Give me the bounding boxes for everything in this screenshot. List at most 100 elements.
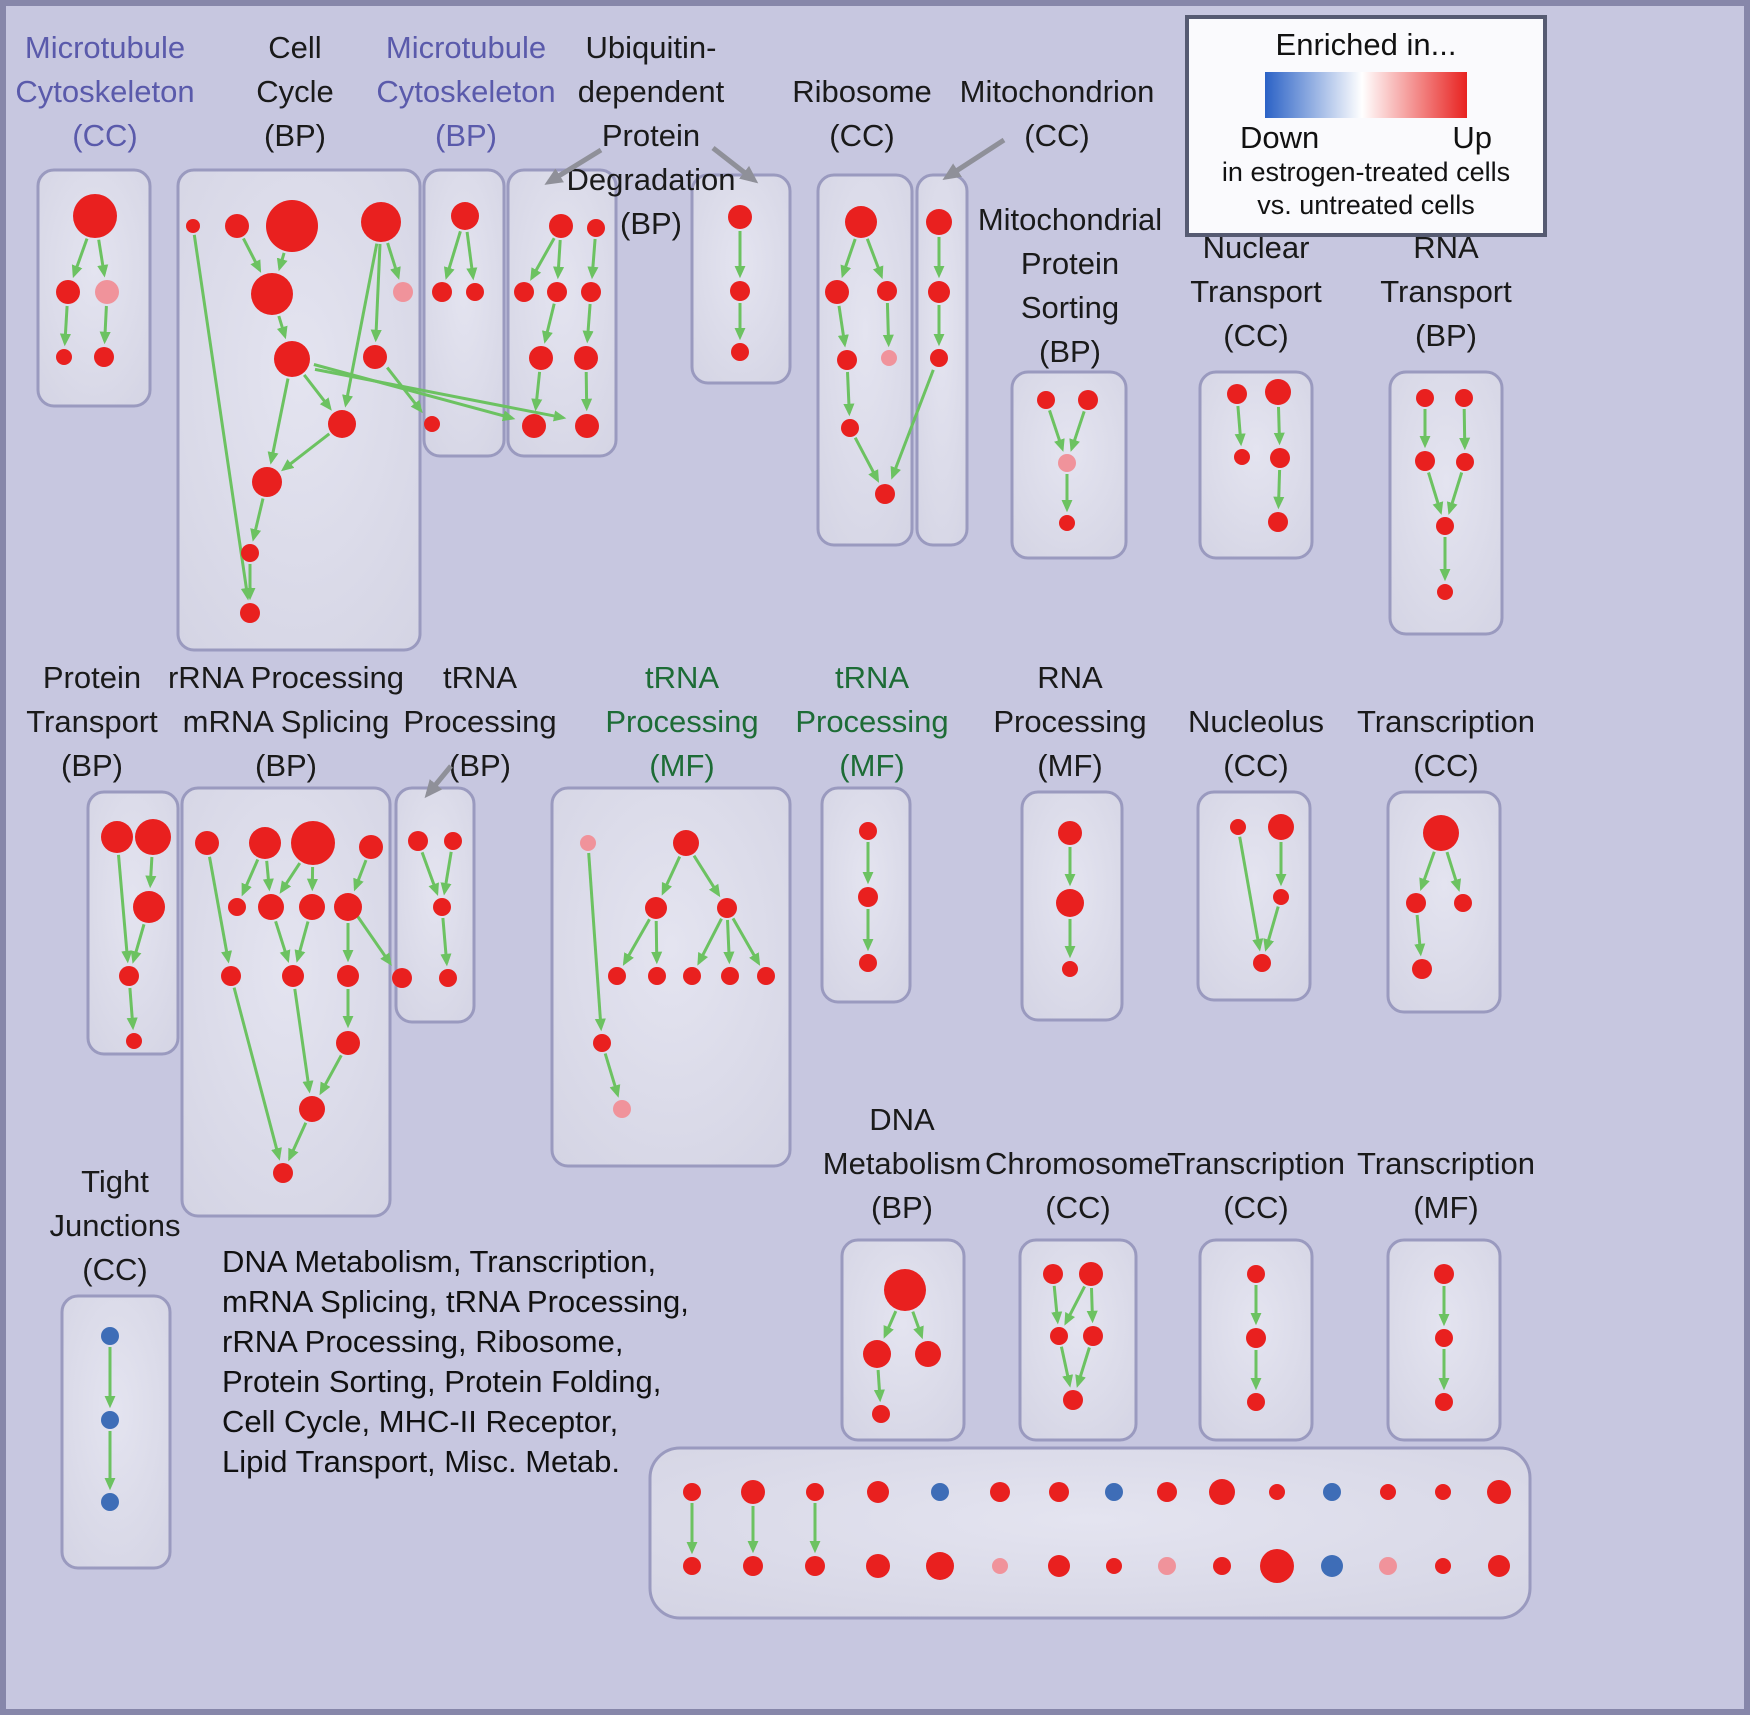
go-term-node xyxy=(1270,448,1290,468)
edge-arrow xyxy=(208,856,233,964)
go-term-node xyxy=(743,1556,763,1576)
go-term-node xyxy=(101,1327,119,1345)
go-term-node xyxy=(1062,961,1078,977)
group-label-line: RNA xyxy=(1037,660,1103,695)
go-term-node xyxy=(547,282,567,302)
go-term-node xyxy=(1043,1264,1063,1284)
go-term-node xyxy=(1456,453,1474,471)
go-term-node xyxy=(926,209,952,235)
go-term-node xyxy=(863,1340,891,1368)
edge-arrow xyxy=(1263,906,1280,952)
go-term-node xyxy=(549,214,573,238)
edge-arrow xyxy=(250,498,265,542)
go-term-node xyxy=(266,200,318,252)
legend-title: Enriched in... xyxy=(1275,27,1457,62)
edge-arrow xyxy=(353,859,368,892)
go-term-node xyxy=(135,819,171,855)
edge-arrow xyxy=(241,858,260,897)
go-term-node xyxy=(1379,1557,1397,1575)
edge-arrow xyxy=(314,367,567,422)
go-term-node xyxy=(1488,1555,1510,1577)
edge-arrow xyxy=(274,920,291,963)
group-label-line: Protein xyxy=(602,118,700,153)
edge-arrow xyxy=(1273,469,1285,510)
group-label-line: (BP) xyxy=(449,748,511,783)
edge-arrow xyxy=(837,305,849,348)
group-label-line: Mitochondrial xyxy=(978,202,1162,237)
go-term-node xyxy=(593,1034,611,1052)
go-term-node xyxy=(858,887,878,907)
go-term-node xyxy=(581,282,601,302)
group-label-line: tRNA xyxy=(835,660,909,695)
edge-arrow xyxy=(1459,408,1471,451)
go-term-node xyxy=(186,219,200,233)
go-term-node xyxy=(1234,449,1250,465)
edge-arrow xyxy=(582,303,594,344)
legend-subtitle-line2: vs. untreated cells xyxy=(1257,190,1475,220)
go-term-node xyxy=(1050,1327,1068,1345)
edge-arrow xyxy=(293,988,314,1094)
group-label-line: Ubiquitin- xyxy=(586,30,717,65)
group-label-line: (CC) xyxy=(82,1252,147,1287)
layer-edges xyxy=(59,230,1471,1555)
group-label-line: Sorting xyxy=(1021,290,1119,325)
group-label-line: Transcription xyxy=(1357,1146,1535,1181)
go-term-node xyxy=(875,484,895,504)
go-term-node xyxy=(337,965,359,987)
group-label-line: (MF) xyxy=(649,748,714,783)
group-label-line: (CC) xyxy=(1223,1190,1288,1225)
go-term-node xyxy=(56,349,72,365)
go-term-node xyxy=(363,345,387,369)
go-term-node xyxy=(757,967,775,985)
group-label-line: rRNA Processing xyxy=(168,660,404,695)
layer-nodes xyxy=(56,194,1511,1583)
go-term-node xyxy=(1434,1264,1454,1284)
go-term-node xyxy=(1247,1265,1265,1283)
edge-arrow xyxy=(1075,1347,1091,1388)
go-term-node xyxy=(1230,819,1246,835)
group-label-line: (BP) xyxy=(620,206,682,241)
go-term-node xyxy=(274,341,310,377)
go-term-node xyxy=(1435,1558,1451,1574)
go-term-node xyxy=(926,1552,954,1580)
group-label-line: Mitochondrion xyxy=(960,74,1155,109)
legend-subtitle-line1: in estrogen-treated cells xyxy=(1221,157,1511,187)
go-term-node xyxy=(1412,959,1432,979)
edge-arrow xyxy=(1419,851,1436,892)
go-term-node xyxy=(228,898,246,916)
group-label-line: Cell xyxy=(268,30,321,65)
go-term-node xyxy=(101,821,133,853)
go-term-node xyxy=(1423,815,1459,851)
go-term-node xyxy=(101,1493,119,1511)
layer-boxes xyxy=(36,168,1532,1620)
go-term-node xyxy=(336,1031,360,1055)
go-term-node xyxy=(1269,1484,1285,1500)
edge-arrow xyxy=(1064,1285,1086,1326)
group-label-line: (BP) xyxy=(435,118,497,153)
group-label-line: Cycle xyxy=(256,74,334,109)
group-label-line: Cytoskeleton xyxy=(376,74,555,109)
go-term-node xyxy=(361,202,401,242)
go-term-node xyxy=(408,831,428,851)
go-term-node xyxy=(392,968,412,988)
edge-arrow xyxy=(843,371,855,417)
go-term-node xyxy=(1106,1558,1122,1574)
go-term-node xyxy=(587,219,605,237)
edge-arrow xyxy=(126,987,138,1031)
group-label-line: Tight xyxy=(81,1164,149,1199)
edge-arrow xyxy=(130,923,146,964)
edge-arrow xyxy=(1048,409,1065,452)
callout-arrow xyxy=(424,764,453,799)
group-label-line: Degradation xyxy=(567,162,736,197)
group-label-line: DNA xyxy=(869,1102,935,1137)
go-term-node xyxy=(444,832,462,850)
go-term-node xyxy=(575,414,599,438)
edge-arrow xyxy=(280,432,331,472)
edge-arrow xyxy=(313,363,516,422)
group-label-line: (BP) xyxy=(871,1190,933,1225)
go-term-node xyxy=(1435,1393,1453,1411)
go-term-node xyxy=(126,1033,142,1049)
edge-arrow xyxy=(232,987,282,1161)
go-term-node xyxy=(119,966,139,986)
go-term-node xyxy=(221,966,241,986)
